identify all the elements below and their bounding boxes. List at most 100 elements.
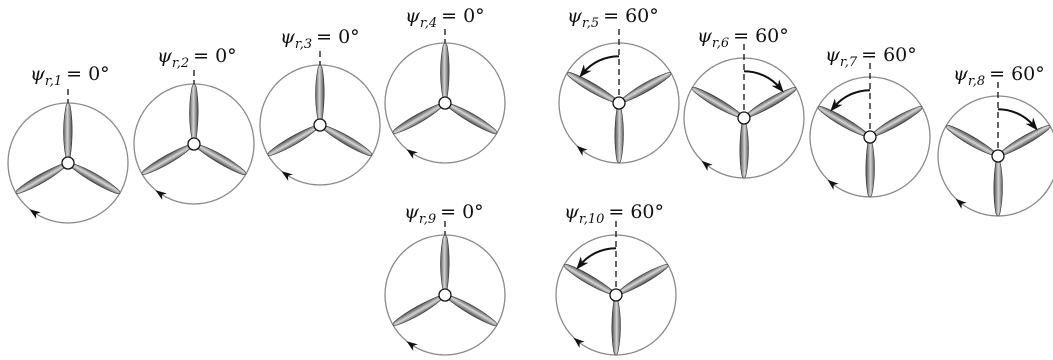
label-subscript: r,9	[419, 212, 436, 227]
blades	[691, 87, 797, 179]
rotor-8: ψr,8= 60°	[937, 63, 1053, 217]
blade	[141, 144, 191, 175]
blade	[440, 234, 450, 290]
hub	[438, 96, 452, 110]
blade	[267, 125, 317, 156]
yaw-arc	[582, 55, 620, 74]
blade	[619, 264, 669, 295]
label-symbol: ψ	[697, 25, 713, 47]
rotor-7-label: ψr,7= 60°	[825, 44, 917, 70]
rotor-3: ψr,3 = 0°	[259, 26, 381, 186]
label-value: = 60°	[608, 201, 664, 223]
hub	[612, 96, 626, 110]
label-symbol: ψ	[825, 44, 841, 66]
rotor-2: ψr,2= 0°	[133, 45, 255, 205]
blade	[563, 264, 613, 295]
blade	[614, 108, 624, 164]
blade	[993, 161, 1003, 217]
blade	[611, 300, 621, 356]
blade	[865, 142, 875, 198]
blade	[323, 125, 373, 156]
label-symbol: ψ	[564, 201, 580, 223]
label-value: = 60°	[733, 25, 789, 47]
label-symbol: ψ	[30, 63, 46, 85]
label-symbol: ψ	[280, 26, 296, 48]
rotor-1: ψr,1 = 0°	[7, 63, 129, 224]
rotor-5-label: ψr,5= 60°	[567, 5, 659, 31]
rotation-arrow-icon	[155, 190, 167, 200]
rotation-arrow-icon	[701, 160, 713, 171]
blades	[15, 102, 121, 194]
blades	[566, 72, 672, 164]
hub	[609, 288, 623, 302]
blade	[448, 295, 498, 326]
blade	[566, 72, 616, 103]
label-symbol: ψ	[405, 5, 421, 27]
rotor-3-label: ψr,3 = 0°	[280, 26, 360, 52]
rotor-1-label: ψr,1 = 0°	[30, 63, 110, 89]
blades	[945, 125, 1051, 217]
rotor-2-label: ψr,2= 0°	[157, 45, 237, 71]
blade	[15, 163, 65, 194]
label-subscript: r,1	[45, 74, 62, 89]
label-symbol: ψ	[404, 201, 420, 223]
blade	[1001, 125, 1051, 156]
hub	[61, 156, 75, 170]
hub	[438, 288, 452, 302]
rotation-arrow-icon	[406, 341, 418, 351]
label-symbol: ψ	[567, 5, 583, 27]
blade	[189, 83, 199, 139]
rotor-4-label: ψr,4= 0°	[405, 5, 485, 31]
label-value: = 0°	[316, 26, 360, 48]
blade	[817, 106, 867, 137]
rotor-5: ψr,5= 60°	[558, 5, 680, 164]
blade	[691, 87, 741, 118]
label-subscript: r,8	[968, 74, 985, 89]
yaw-arc	[579, 247, 617, 266]
label-subscript: r,10	[579, 212, 604, 227]
hub	[991, 149, 1005, 163]
rotation-arrow-icon	[29, 209, 41, 219]
rotation-arrow-icon	[576, 145, 588, 156]
rotation-arrow-icon	[406, 149, 418, 159]
label-value: = 60°	[861, 44, 917, 66]
label-value: = 0°	[66, 63, 110, 85]
blade	[392, 103, 442, 134]
label-subscript: r,2	[172, 56, 189, 71]
label-value: = 0°	[440, 201, 484, 223]
hub	[313, 118, 327, 132]
hub	[863, 130, 877, 144]
hub	[187, 137, 201, 151]
rotor-9-label: ψr,9 = 0°	[404, 201, 484, 227]
rotor-10-label: ψr,10 = 60°	[564, 201, 664, 227]
blades	[392, 234, 498, 326]
label-symbol: ψ	[953, 63, 969, 85]
hub	[737, 111, 751, 125]
rotation-arrow-icon	[573, 337, 585, 348]
blade	[71, 163, 121, 194]
yaw-arrow-icon	[579, 64, 592, 78]
rotation-arrow-icon	[827, 179, 839, 190]
yaw-arc	[743, 70, 781, 89]
yaw-arrow-icon	[576, 256, 589, 270]
yaw-arrow-icon	[1025, 117, 1038, 131]
label-subscript: r,3	[295, 37, 312, 52]
rotor-4: ψr,4= 0°	[384, 5, 506, 164]
rotor-8-label: ψr,8= 60°	[953, 63, 1045, 89]
yaw-arc	[997, 108, 1035, 127]
blade	[448, 103, 498, 134]
yaw-arc	[833, 89, 871, 108]
rotation-arrow-icon	[281, 171, 293, 181]
blades	[141, 83, 247, 175]
rotor-6: ψr,6 = 60°	[683, 25, 805, 179]
rotor-10: ψr,10 = 60°	[555, 201, 677, 356]
blade	[747, 87, 797, 118]
label-subscript: r,5	[582, 16, 599, 31]
blades	[267, 64, 373, 156]
label-subscript: r,6	[712, 36, 729, 51]
label-subscript: r,4	[420, 16, 437, 31]
blade	[392, 295, 442, 326]
blade	[63, 102, 73, 158]
blade	[315, 64, 325, 120]
blades	[817, 106, 923, 198]
